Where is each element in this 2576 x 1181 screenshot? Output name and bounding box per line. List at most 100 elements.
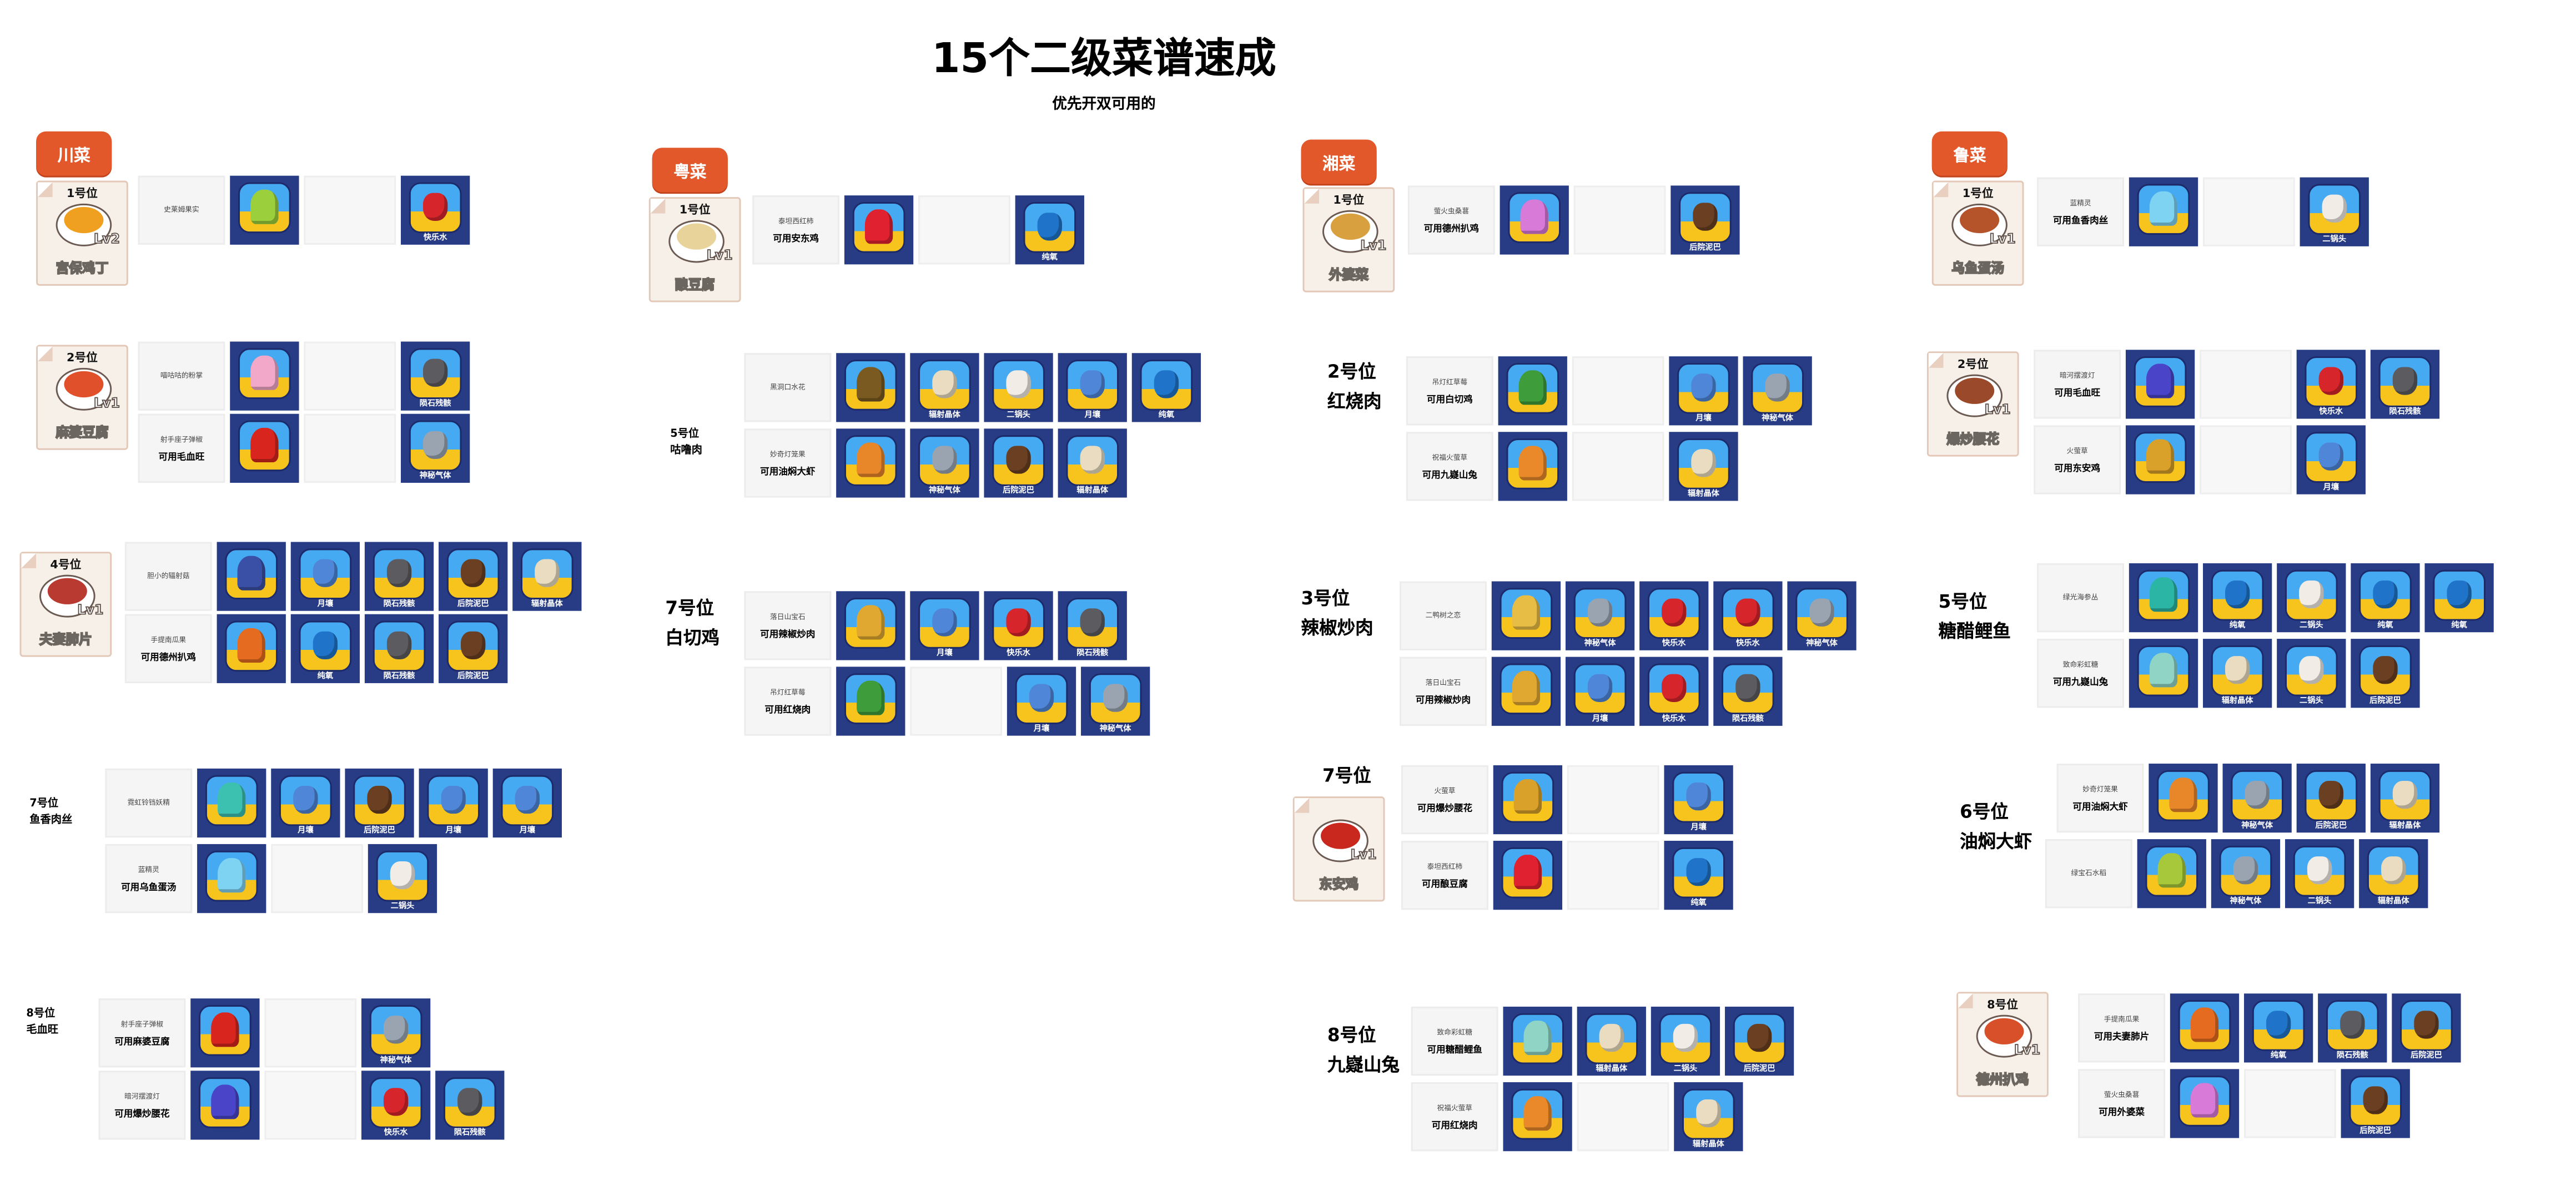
- cuisine-tag[interactable]: 鲁菜: [1931, 131, 2008, 176]
- ingredient-slot[interactable]: 二锅头: [1651, 1006, 1720, 1076]
- ingredient-slot[interactable]: 月壤: [419, 768, 488, 838]
- ingredient-slot[interactable]: 月壤: [1058, 353, 1127, 422]
- empty-slot[interactable]: [1572, 432, 1664, 501]
- empty-slot[interactable]: [2200, 425, 2292, 494]
- ingredient-slot[interactable]: 神秘气体: [1565, 581, 1635, 650]
- plant-slot[interactable]: [836, 667, 905, 736]
- empty-slot[interactable]: [910, 667, 1002, 736]
- empty-slot[interactable]: [918, 195, 1010, 265]
- empty-slot[interactable]: [2200, 350, 2292, 419]
- ingredient-slot[interactable]: 陨石残骸: [1058, 591, 1127, 660]
- ingredient-slot[interactable]: 快乐水: [400, 175, 470, 245]
- empty-slot[interactable]: [1567, 841, 1659, 910]
- plant-slot[interactable]: [1498, 432, 1567, 501]
- ingredient-slot[interactable]: 纯氧: [2203, 563, 2272, 633]
- plant-slot[interactable]: [2125, 350, 2195, 419]
- plant-slot[interactable]: [2170, 1069, 2240, 1138]
- ingredient-slot[interactable]: 陨石残骸: [2370, 350, 2440, 419]
- plant-slot[interactable]: [2149, 763, 2218, 833]
- ingredient-slot[interactable]: 辐射晶体: [910, 353, 979, 422]
- ingredient-slot[interactable]: 辐射晶体: [1669, 432, 1738, 501]
- ingredient-slot[interactable]: 快乐水: [2296, 350, 2366, 419]
- plant-slot[interactable]: [217, 614, 286, 683]
- ingredient-slot[interactable]: 陨石残骸: [364, 542, 434, 611]
- plant-slot[interactable]: [230, 413, 299, 483]
- ingredient-slot[interactable]: 后院泥巴: [2351, 639, 2420, 708]
- ingredient-slot[interactable]: 神秘气体: [2222, 763, 2292, 833]
- ingredient-slot[interactable]: 后院泥巴: [1724, 1006, 1794, 1076]
- ingredient-slot[interactable]: 快乐水: [1639, 657, 1709, 726]
- ingredient-slot[interactable]: 神秘气体: [2211, 839, 2281, 909]
- plant-slot[interactable]: [1491, 657, 1561, 726]
- ingredient-slot[interactable]: 月壤: [2296, 425, 2366, 494]
- ingredient-slot[interactable]: 月壤: [1007, 667, 1076, 736]
- plant-slot[interactable]: [190, 1071, 260, 1140]
- plant-slot[interactable]: [2125, 425, 2195, 494]
- empty-slot[interactable]: [1567, 765, 1659, 835]
- ingredient-slot[interactable]: 后院泥巴: [2296, 763, 2366, 833]
- plant-slot[interactable]: [836, 591, 905, 660]
- empty-slot[interactable]: [264, 1071, 357, 1140]
- plant-slot[interactable]: [2170, 993, 2240, 1063]
- ingredient-slot[interactable]: 纯氧: [1664, 841, 1733, 910]
- ingredient-slot[interactable]: 快乐水: [1713, 581, 1783, 650]
- ingredient-slot[interactable]: 二锅头: [2300, 177, 2369, 246]
- ingredient-slot[interactable]: 陨石残骸: [400, 341, 470, 411]
- ingredient-slot[interactable]: 后院泥巴: [2341, 1069, 2410, 1138]
- ingredient-slot[interactable]: 辐射晶体: [512, 542, 582, 611]
- ingredient-slot[interactable]: 神秘气体: [910, 428, 979, 498]
- empty-slot[interactable]: [1577, 1082, 1669, 1152]
- ingredient-slot[interactable]: 陨石残骸: [1713, 657, 1783, 726]
- ingredient-slot[interactable]: 后院泥巴: [984, 428, 1053, 498]
- plant-slot[interactable]: [836, 353, 905, 422]
- empty-slot[interactable]: [1573, 185, 1666, 255]
- empty-slot[interactable]: [264, 998, 357, 1068]
- ingredient-slot[interactable]: 辐射晶体: [1674, 1082, 1743, 1152]
- plant-slot[interactable]: [1498, 356, 1567, 426]
- ingredient-slot[interactable]: 月壤: [910, 591, 979, 660]
- ingredient-slot[interactable]: 辐射晶体: [2203, 639, 2272, 708]
- ingredient-slot[interactable]: 二锅头: [2277, 563, 2346, 633]
- ingredient-slot[interactable]: 纯氧: [2424, 563, 2494, 633]
- ingredient-slot[interactable]: 月壤: [271, 768, 340, 838]
- ingredient-slot[interactable]: 神秘气体: [1787, 581, 1856, 650]
- ingredient-slot[interactable]: 神秘气体: [361, 998, 431, 1068]
- plant-slot[interactable]: [217, 542, 286, 611]
- ingredient-slot[interactable]: 神秘气体: [400, 413, 470, 483]
- ingredient-slot[interactable]: 陨石残骸: [435, 1071, 505, 1140]
- ingredient-slot[interactable]: 快乐水: [1639, 581, 1709, 650]
- plant-slot[interactable]: [1503, 1082, 1572, 1152]
- ingredient-slot[interactable]: 二锅头: [2277, 639, 2346, 708]
- ingredient-slot[interactable]: 快乐水: [361, 1071, 431, 1140]
- plant-slot[interactable]: [2129, 563, 2198, 633]
- plant-slot[interactable]: [844, 195, 914, 265]
- ingredient-slot[interactable]: 快乐水: [984, 591, 1053, 660]
- ingredient-slot[interactable]: 后院泥巴: [439, 614, 508, 683]
- ingredient-slot[interactable]: 后院泥巴: [2392, 993, 2461, 1063]
- plant-slot[interactable]: [230, 341, 299, 411]
- ingredient-slot[interactable]: 后院泥巴: [1671, 185, 1740, 255]
- ingredient-slot[interactable]: 月壤: [1669, 356, 1738, 426]
- plant-slot[interactable]: [2137, 839, 2206, 909]
- empty-slot[interactable]: [304, 341, 396, 411]
- plant-slot[interactable]: [230, 175, 299, 245]
- ingredient-slot[interactable]: 二锅头: [984, 353, 1053, 422]
- ingredient-slot[interactable]: 神秘气体: [1081, 667, 1150, 736]
- ingredient-slot[interactable]: 纯氧: [2243, 993, 2313, 1063]
- plant-slot[interactable]: [2129, 639, 2198, 708]
- cuisine-tag[interactable]: 湘菜: [1301, 139, 1377, 184]
- empty-slot[interactable]: [304, 413, 396, 483]
- plant-slot[interactable]: [197, 768, 266, 838]
- cuisine-tag[interactable]: 粤菜: [652, 148, 728, 193]
- plant-slot[interactable]: [2129, 177, 2198, 246]
- ingredient-slot[interactable]: 陨石残骸: [2318, 993, 2387, 1063]
- empty-slot[interactable]: [1572, 356, 1664, 426]
- cuisine-tag[interactable]: 川菜: [36, 131, 112, 176]
